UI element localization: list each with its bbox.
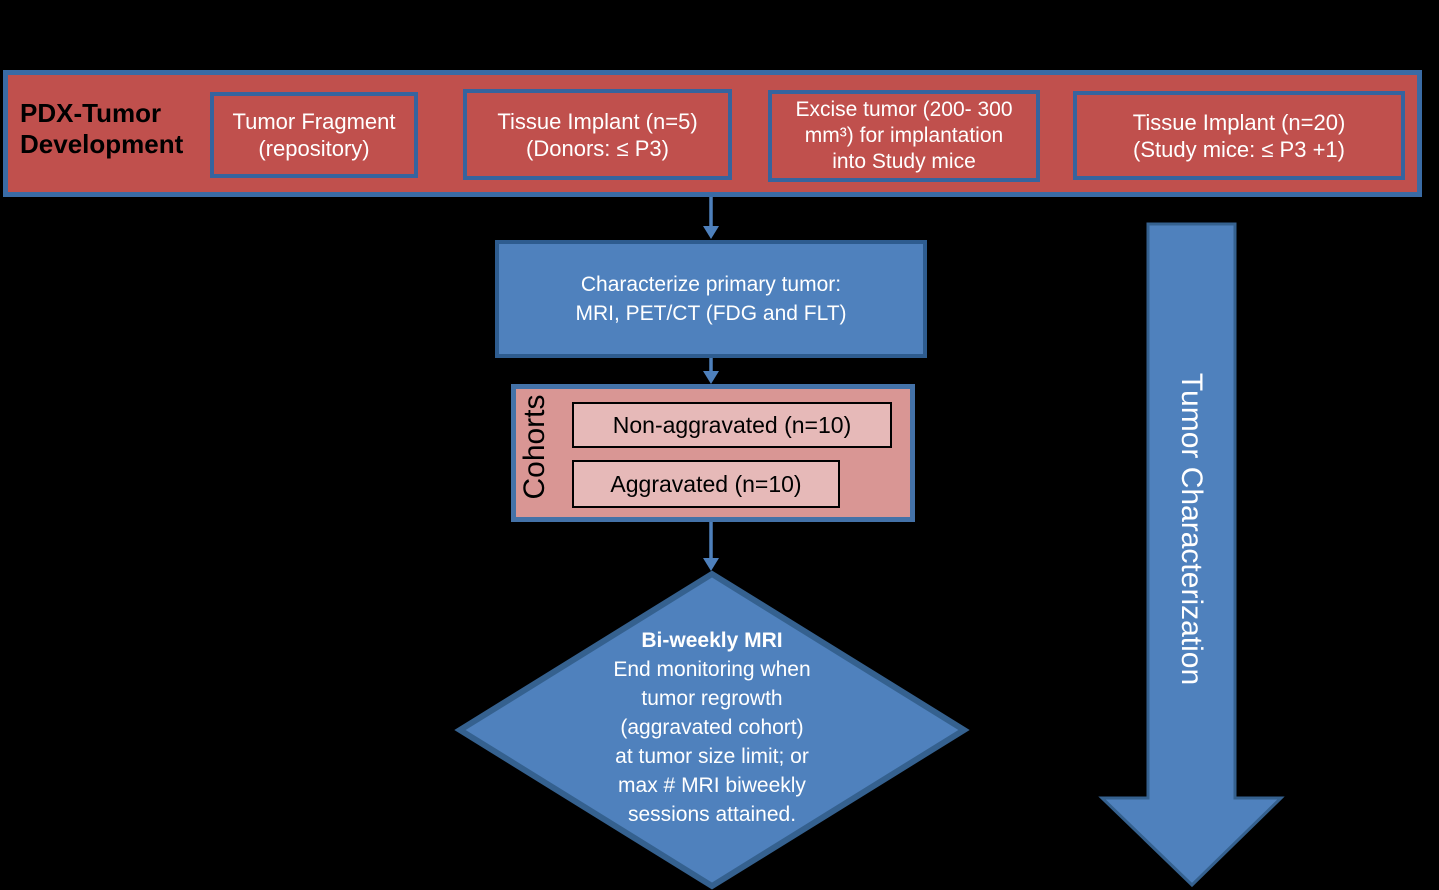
tumor-fragment-box: Tumor Fragment (repository) [210,92,418,178]
diamond-title: Bi-weekly MRI [641,629,783,652]
diamond-body: End monitoring when tumor regrowth (aggr… [613,658,811,826]
diamond-shape [454,570,970,890]
diamond-text: Bi-weekly MRI End monitoring when tumor … [562,626,862,829]
tissue-implant-n5-box: Tissue Implant (n=5) (Donors: ≤ P3) [463,89,732,180]
aggravated-cohort-box: Aggravated (n=10) [572,460,840,508]
flow-arrow-cohorts-diamond [703,522,719,571]
down-arrow-shape [1098,222,1285,888]
tumor-characterization-arrow [1098,222,1285,888]
non-aggravated-cohort-box: Non-aggravated (n=10) [572,402,892,448]
characterize-primary-tumor-box: Characterize primary tumor: MRI, PET/CT … [495,240,927,358]
banner-title: PDX-Tumor Development [20,98,184,159]
excise-tumor-box: Excise tumor (200- 300 mm³) for implanta… [768,90,1040,182]
flow-arrow-characterize-cohorts [703,358,719,384]
cohorts-label: Cohorts [518,394,551,500]
tumor-characterization-label: Tumor Characterization [1175,372,1208,686]
biweekly-mri-diamond [454,570,970,890]
tissue-implant-n20-box: Tissue Implant (n=20) (Study mice: ≤ P3 … [1073,91,1405,180]
flow-arrow-banner-characterize [703,197,719,239]
